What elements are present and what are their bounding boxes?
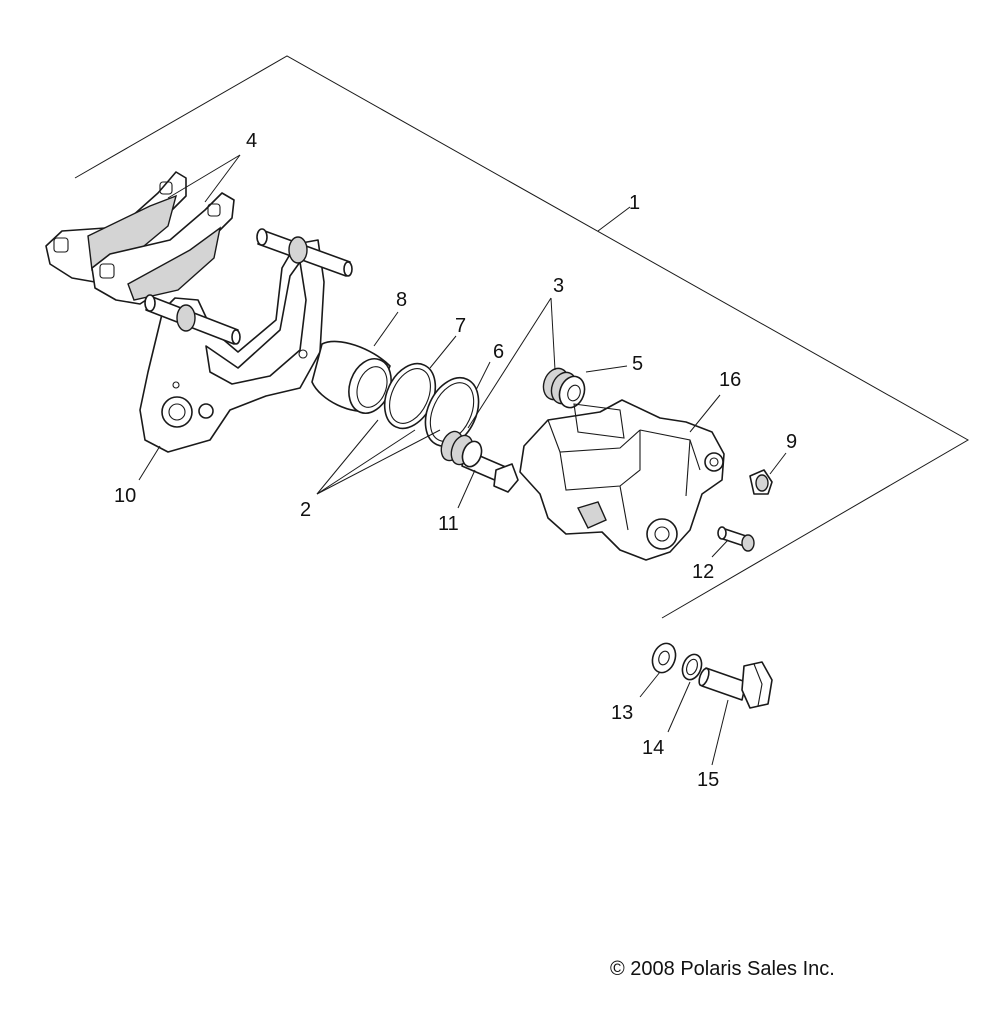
leader-4a — [204, 154, 241, 203]
callout-5: 5 — [632, 353, 643, 375]
assembly-frame-line — [74, 55, 970, 619]
callout-2: 2 — [300, 499, 311, 521]
callout-9: 9 — [786, 431, 797, 453]
leader-lines — [138, 154, 787, 766]
washer-small-part — [681, 653, 703, 681]
leader-16 — [689, 394, 721, 433]
callout-15: 15 — [697, 769, 719, 791]
callout-10: 10 — [114, 485, 136, 507]
caliper-body-part — [519, 399, 725, 561]
brake-pads-part — [45, 171, 235, 305]
callout-16: 16 — [719, 369, 741, 391]
callout-1: 1 — [629, 192, 640, 214]
leader-2c — [316, 429, 441, 495]
leader-14 — [667, 681, 691, 733]
bleeder-screw-part — [717, 526, 755, 552]
bleeder-cap-part — [749, 469, 773, 495]
leader-9 — [769, 452, 787, 475]
boot-part — [542, 367, 586, 409]
callout-8: 8 — [396, 289, 407, 311]
leader-2a — [316, 419, 379, 495]
caliper-bracket-part — [139, 228, 353, 453]
leader-4b — [167, 154, 241, 199]
callout-14: 14 — [642, 737, 664, 759]
leader-13 — [639, 671, 661, 698]
leader-15 — [711, 699, 729, 766]
leader-3a — [467, 297, 552, 429]
assembly-frame — [74, 55, 970, 619]
callout-7: 7 — [455, 315, 466, 337]
bolt-part — [698, 661, 773, 709]
callout-4: 4 — [246, 130, 257, 152]
piston-part — [311, 340, 392, 414]
leader-12 — [711, 539, 729, 558]
leader-6 — [475, 361, 491, 391]
callout-3: 3 — [553, 275, 564, 297]
dust-seal-part — [424, 377, 480, 447]
callout-numbers: 1 2 3 4 5 6 7 8 9 10 11 12 13 14 15 16 — [114, 130, 797, 791]
callout-6: 6 — [493, 341, 504, 363]
leader-8 — [373, 311, 399, 347]
callout-13: 13 — [611, 702, 633, 724]
callout-12: 12 — [692, 561, 714, 583]
washer-large-part — [651, 642, 677, 674]
leader-10 — [138, 445, 161, 481]
piston-seal-part — [383, 362, 437, 430]
copyright-notice: © 2008 Polaris Sales Inc. — [610, 958, 835, 980]
slide-pin-part — [440, 430, 519, 493]
leader-3b — [550, 297, 556, 371]
leader-7 — [429, 335, 457, 369]
callout-11: 11 — [438, 513, 459, 535]
leader-5 — [585, 365, 628, 373]
leader-2b — [316, 429, 416, 495]
leader-11 — [457, 469, 476, 509]
leader-1 — [597, 206, 631, 232]
